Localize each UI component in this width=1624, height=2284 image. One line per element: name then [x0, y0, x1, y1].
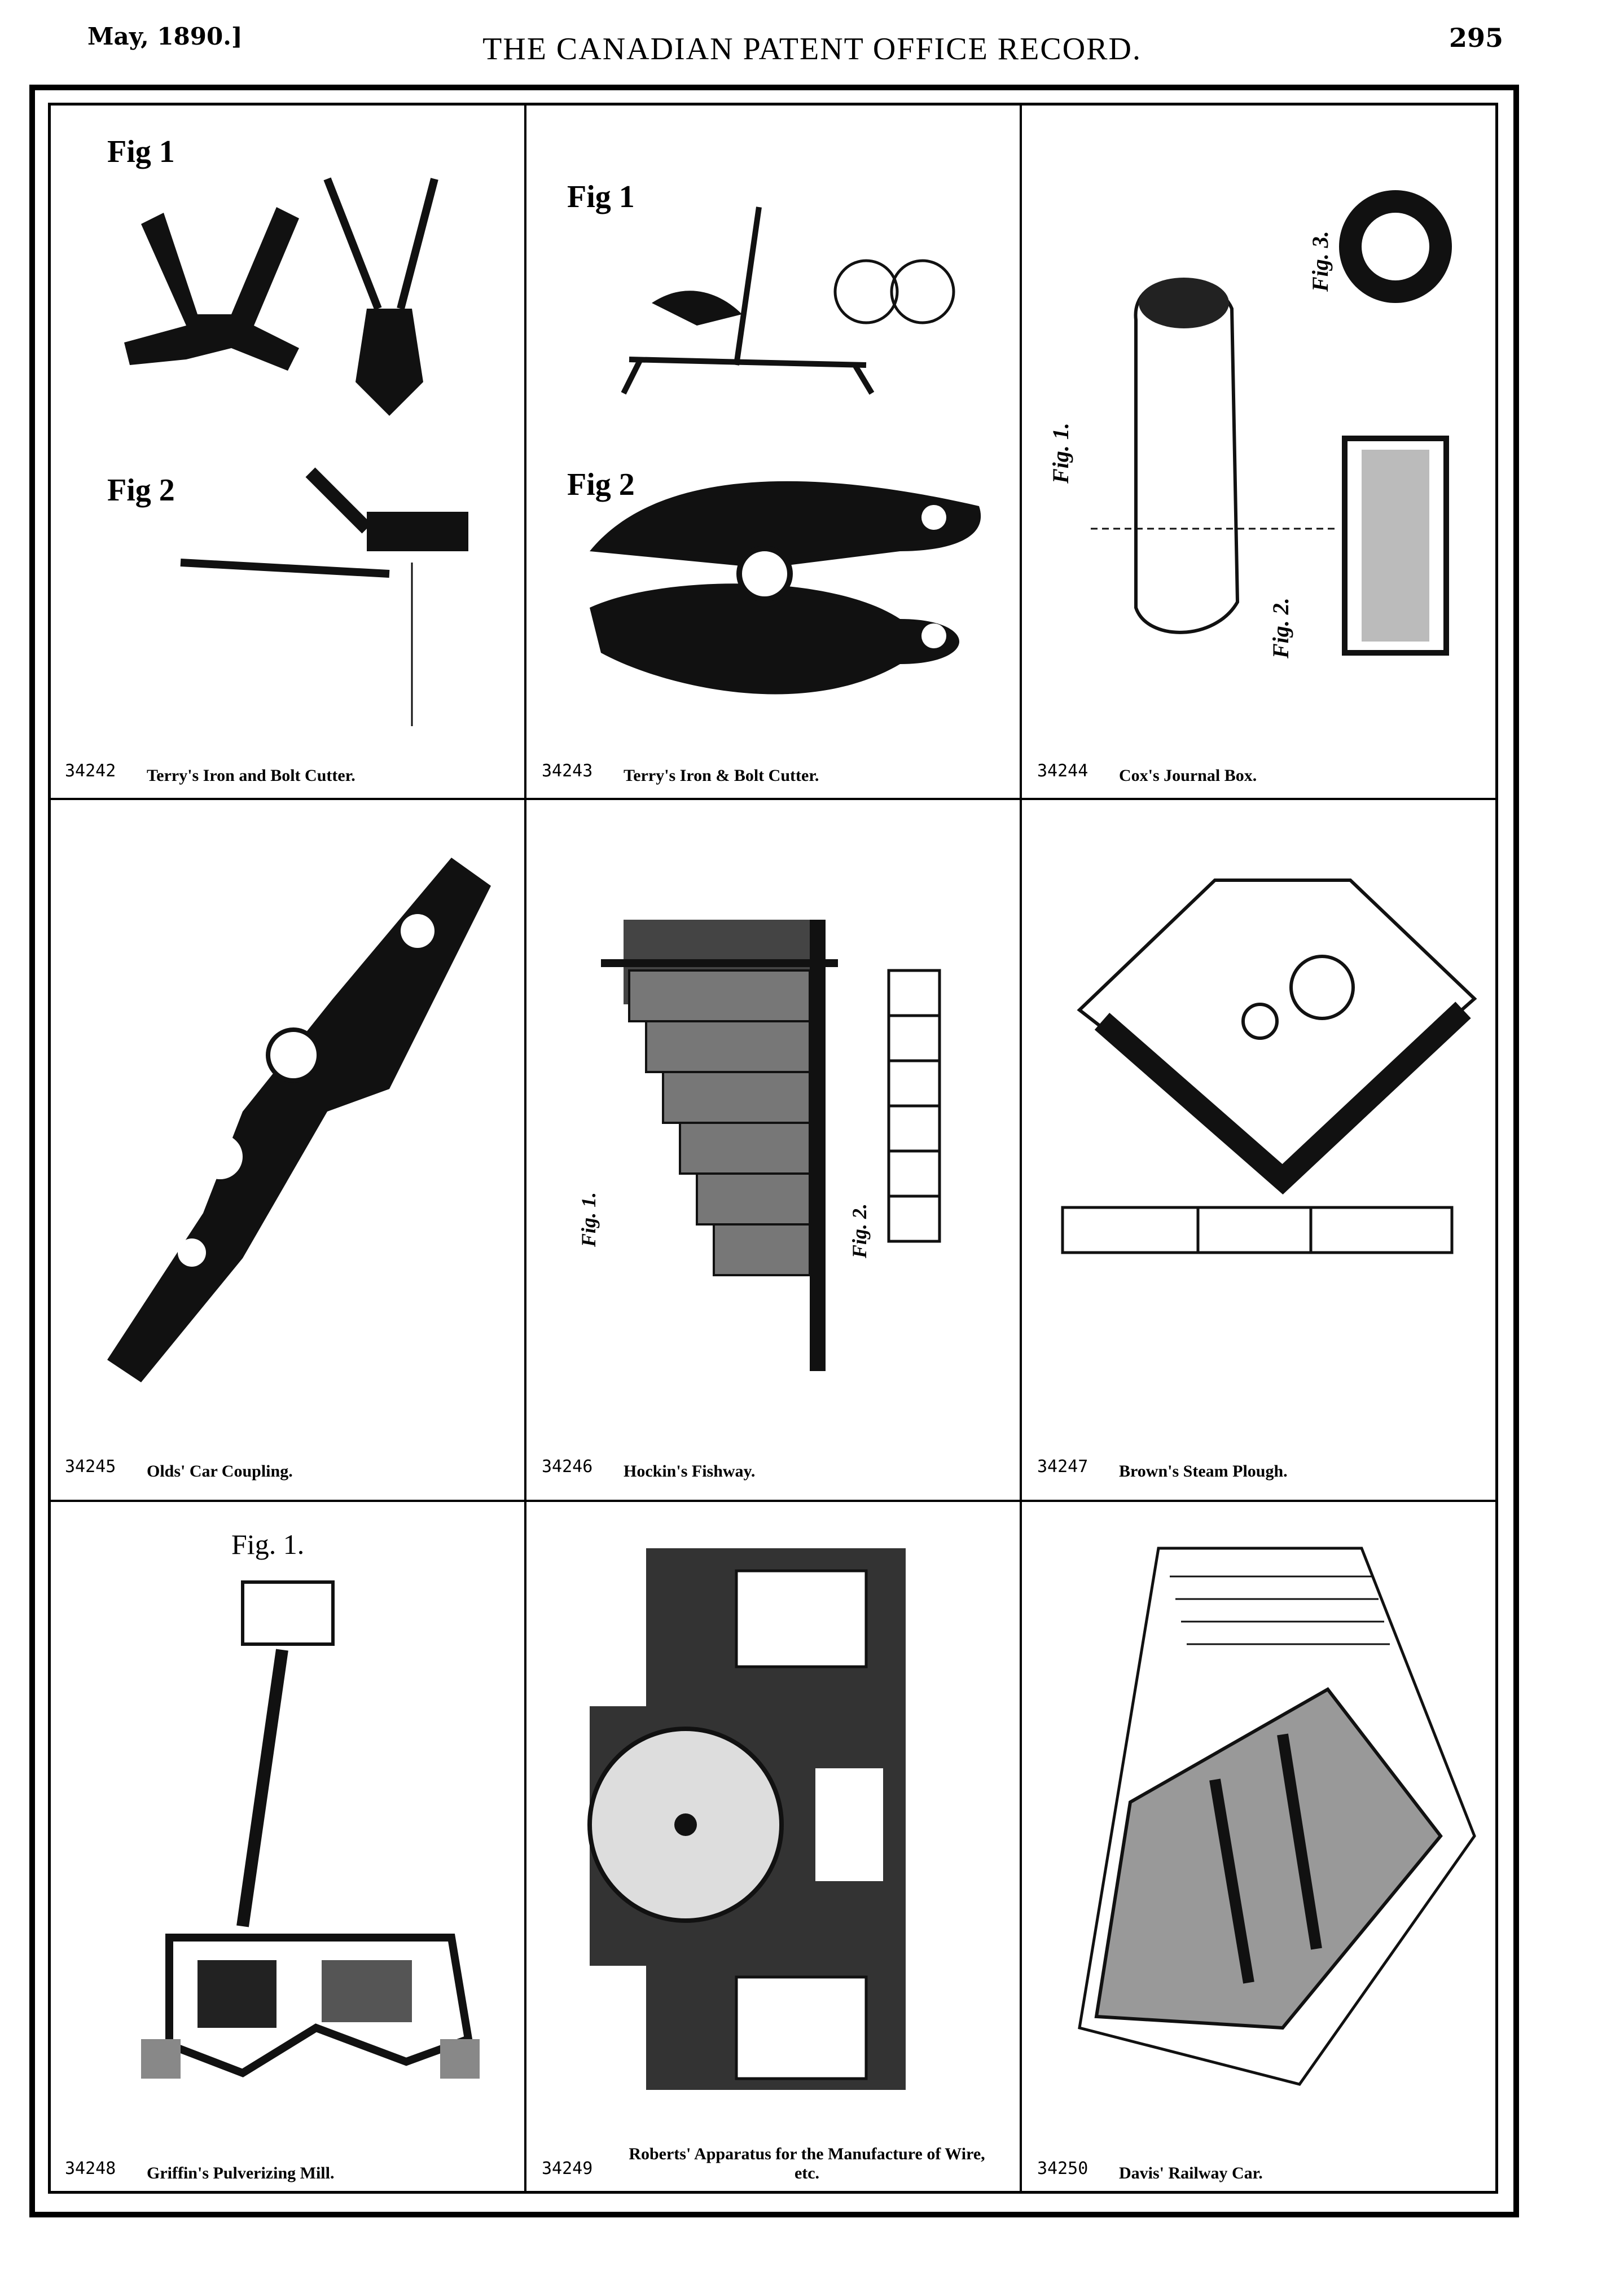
car-coupling-drawing — [107, 858, 491, 1382]
outer-frame — [29, 85, 1519, 2217]
svg-text:Fig 2: Fig 2 — [567, 467, 635, 502]
column-divider — [1020, 106, 1022, 2191]
svg-text:Fig 1: Fig 1 — [107, 134, 175, 169]
patent-caption: Terry's Iron and Bolt Cutter. — [147, 766, 355, 785]
svg-text:Fig. 1.: Fig. 1. — [231, 1528, 304, 1560]
railway-car-drawing — [1078, 1547, 1476, 2086]
svg-text:Fig. 1.: Fig. 1. — [1048, 423, 1073, 484]
patent-number: 34246 — [542, 1457, 593, 1477]
column-divider — [524, 106, 526, 2191]
steam-plough-drawing — [1061, 879, 1477, 1254]
patent-number: 34245 — [65, 1457, 116, 1477]
patent-number: 34242 — [65, 761, 116, 781]
page-title: THE CANADIAN PATENT OFFICE RECORD. — [482, 32, 1142, 67]
patent-caption: Brown's Steam Plough. — [1119, 1462, 1288, 1481]
journal-box-drawing: Fig. 1. Fig. 2. Fig. 3. — [1048, 190, 1452, 659]
patent-caption: Olds' Car Coupling. — [147, 1462, 293, 1481]
svg-text:Fig. 3.: Fig. 3. — [1307, 231, 1333, 292]
patent-cell-34250: 34250 Davis' Railway Car. — [1023, 1503, 1508, 2194]
patent-number: 34249 — [542, 2159, 593, 2178]
patent-number: 34250 — [1037, 2159, 1088, 2178]
patent-caption: Griffin's Pulverizing Mill. — [147, 2164, 335, 2182]
patent-cell-34246: Fig. 1. Fig. 2. 34246 Hockin's Fishway. — [528, 801, 1013, 1492]
patent-number: 34243 — [542, 761, 593, 781]
bolt-cutter-drawing: Fig 1 Fig 2 — [107, 134, 468, 726]
patent-cell-34243: Fig 1 Fig 2 34243 Terry's Iron & Bolt Cu… — [528, 106, 1013, 797]
fishway-drawing: Fig. 1. Fig. 2. — [577, 920, 941, 1371]
svg-text:Fig. 1.: Fig. 1. — [577, 1192, 600, 1248]
patent-number: 34248 — [65, 2159, 116, 2178]
patent-number: 34247 — [1037, 1457, 1088, 1477]
row-divider — [51, 798, 1495, 800]
page-number: 295 — [1449, 23, 1504, 53]
svg-text:Fig 1: Fig 1 — [567, 179, 635, 214]
patent-caption: Cox's Journal Box. — [1119, 766, 1257, 785]
pulverizing-mill-drawing: Fig. 1. — [141, 1528, 480, 2079]
patent-cell-34249: 34249 Roberts' Apparatus for the Manufac… — [528, 1503, 1013, 2194]
bolt-cutter-drawing: Fig 1 Fig 2 — [567, 179, 981, 695]
patent-cell-34245: 34245 Olds' Car Coupling. — [51, 801, 536, 1492]
patent-caption: Hockin's Fishway. — [624, 1462, 756, 1481]
page-date: May, 1890.] — [87, 23, 243, 50]
patent-cell-34248: Fig. 1. 34248 Griffin's Pulverizing Mill… — [51, 1503, 536, 2194]
patent-cell-34244: Fig. 1. Fig. 2. Fig. 3. 34244 Cox's Jour… — [1023, 106, 1508, 797]
patent-caption: Roberts' Apparatus for the Manufacture o… — [629, 2145, 985, 2182]
patent-number: 34244 — [1037, 761, 1088, 781]
svg-text:Fig. 2.: Fig. 2. — [1268, 598, 1293, 659]
wire-apparatus-drawing — [587, 1548, 906, 2090]
patent-caption: Terry's Iron & Bolt Cutter. — [624, 766, 819, 785]
svg-text:Fig 2: Fig 2 — [107, 473, 175, 508]
patent-caption: Davis' Railway Car. — [1119, 2164, 1263, 2182]
patent-cell-34247: 34247 Brown's Steam Plough. — [1023, 801, 1508, 1492]
patent-cell-34242: Fig 1 Fig 2 34242 Terry's Iron and Bolt … — [51, 106, 536, 797]
row-divider — [51, 1500, 1495, 1502]
inner-frame — [48, 103, 1498, 2194]
svg-text:Fig. 2.: Fig. 2. — [848, 1204, 871, 1259]
